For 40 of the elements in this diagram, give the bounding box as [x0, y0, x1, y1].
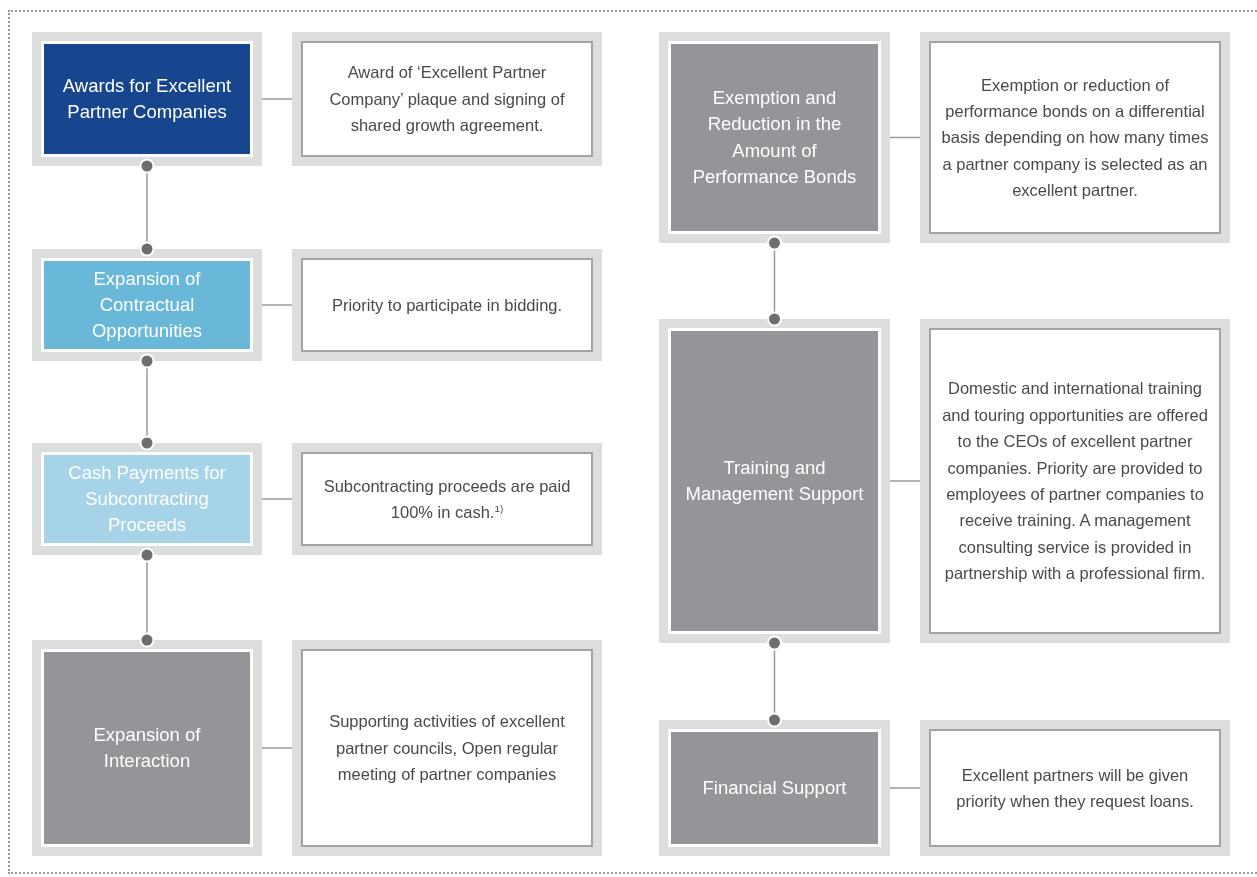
- dot-connector: [767, 635, 782, 728]
- program-frame: [32, 32, 262, 166]
- program-frame: [659, 32, 890, 243]
- program-title: Expansion of Interaction: [92, 722, 202, 773]
- program-frame: [32, 443, 262, 555]
- description-frame: [292, 640, 602, 856]
- description-text: Exemption or reduction of performance bonds on a differential basis depending on how many times a partner company is selected as an excellent partner.: [941, 74, 1209, 202]
- description-text: Subcontracting proceeds are paid 100% in cash.$^{1)}$: [322, 475, 572, 523]
- description-text: Domestic and international training and touring opportunities are offered to the CEOs of excellent partner companies. Priority are provided to employees of partner companies to receive training. A management consulting service is provided in partnership with a professional firm.: [941, 378, 1209, 585]
- dot-connector: [139, 158, 155, 257]
- connector-line: [261, 304, 293, 306]
- dot-connector: [767, 235, 782, 327]
- connector-line: [261, 747, 293, 749]
- connector-line: [889, 480, 921, 482]
- program-title: Cash Payments for Subcontracting Proceeds: [67, 460, 227, 538]
- program-title: Awards for Excellent Partner Companies: [61, 73, 233, 124]
- description-frame: [920, 32, 1230, 243]
- connector-line: [261, 98, 293, 100]
- connector-line: [261, 498, 293, 500]
- program-title: Training and Management Support: [684, 455, 865, 506]
- description-text: Supporting activities of excellent partner councils, Open regular meeting of partner companies: [328, 711, 566, 786]
- description-text: Priority to participate in bidding.: [331, 294, 563, 316]
- program-title: Expansion of Contractual Opportunities: [90, 266, 203, 344]
- program-frame: [659, 319, 890, 643]
- description-text: Award of ‘Excellent Partner Company’ plaque and signing of shared growth agreement.: [328, 62, 566, 137]
- dot-connector: [139, 353, 155, 451]
- description-frame: [920, 720, 1230, 856]
- connector-line: [889, 787, 921, 789]
- program-frame: [32, 249, 262, 361]
- program-title: Financial Support: [702, 775, 847, 800]
- connector-line: [889, 136, 921, 139]
- description-frame: [292, 249, 602, 361]
- description-text: Excellent partners will be given priority when they request loans.: [955, 764, 1195, 812]
- description-frame: [292, 443, 602, 555]
- program-frame: [659, 720, 890, 856]
- description-frame: [920, 319, 1230, 643]
- program-frame: [32, 640, 262, 856]
- description-frame: [292, 32, 602, 166]
- program-title: Exemption and Reduction in the Amount of Performance Bonds: [691, 85, 858, 189]
- dot-connector: [139, 547, 155, 648]
